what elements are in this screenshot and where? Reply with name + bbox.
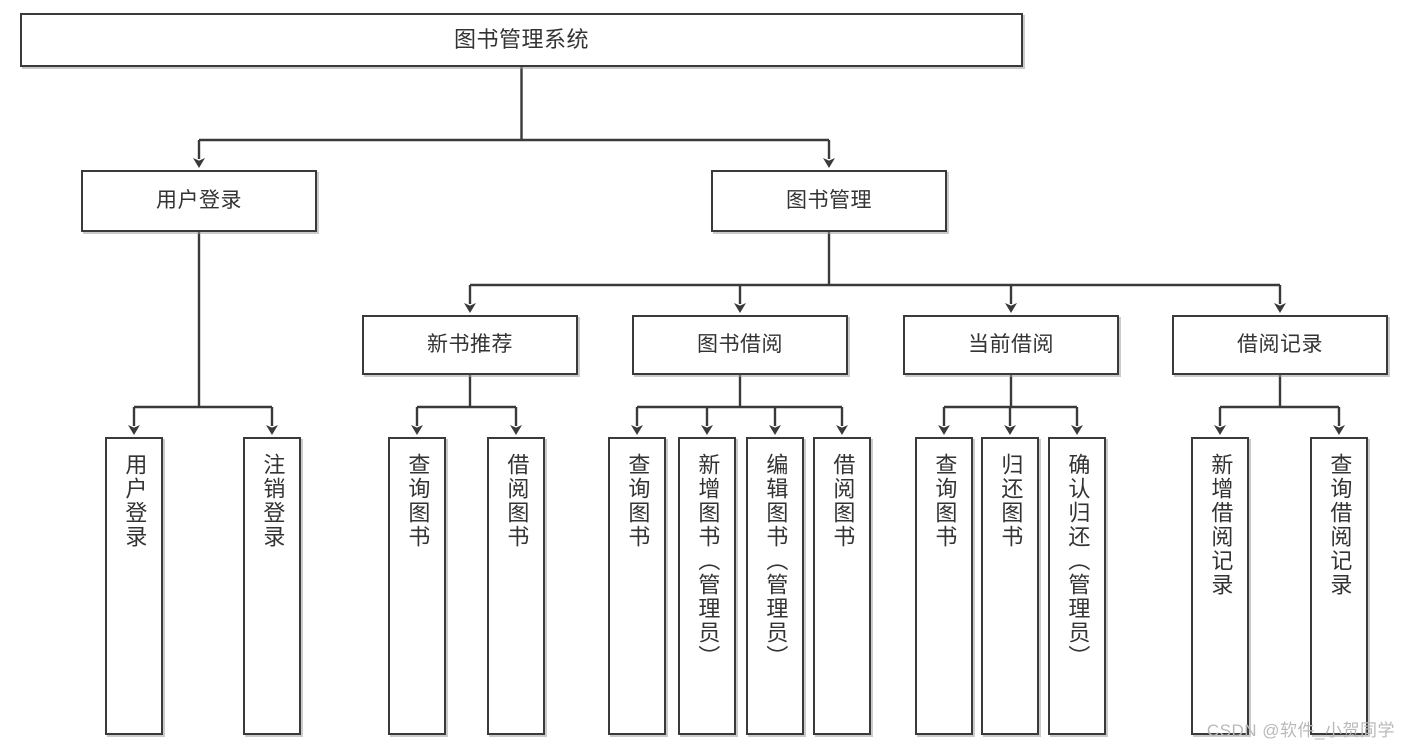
node-label: 注销登录 <box>260 453 286 549</box>
node-label: 借阅图书 <box>504 453 530 549</box>
node-label: 查询图书 <box>405 453 431 549</box>
node-box-borrow-record[interactable]: 借阅记录 <box>1172 315 1388 375</box>
node-label: 编辑图书（管理员） <box>763 453 789 669</box>
node-label: 新增图书（管理员） <box>695 453 721 669</box>
node-label: 图书管理系统 <box>453 26 589 52</box>
node-label: 图书借阅 <box>697 333 783 357</box>
node-box-book-management[interactable]: 图书管理 <box>711 170 947 232</box>
node-label: 查询借阅记录 <box>1327 453 1353 597</box>
node-box-leaf-user-login[interactable]: 用户登录 <box>105 437 163 735</box>
node-label: 查询图书 <box>625 453 651 549</box>
node-box-new-book-recommend[interactable]: 新书推荐 <box>362 315 578 375</box>
node-label: 图书管理 <box>786 189 872 213</box>
node-label: 确认归还（管理员） <box>1065 453 1091 669</box>
node-label: 新增借阅记录 <box>1208 453 1234 597</box>
node-box-leaf-query-book-2[interactable]: 查询图书 <box>608 437 666 735</box>
node-label: 当前借阅 <box>968 333 1054 357</box>
node-box-current-borrow[interactable]: 当前借阅 <box>903 315 1119 375</box>
node-label: 归还图书 <box>998 453 1024 549</box>
node-box-user-login[interactable]: 用户登录 <box>81 170 317 232</box>
node-label: 新书推荐 <box>427 333 513 357</box>
node-label: 用户登录 <box>156 189 242 213</box>
node-label: 用户登录 <box>122 453 148 549</box>
node-box-leaf-edit-book[interactable]: 编辑图书（管理员） <box>746 437 804 735</box>
node-box-book-borrow[interactable]: 图书借阅 <box>632 315 848 375</box>
node-box-leaf-borrow-book-1[interactable]: 借阅图书 <box>487 437 545 735</box>
node-box-leaf-logout[interactable]: 注销登录 <box>243 437 301 735</box>
node-label: 借阅记录 <box>1237 333 1323 357</box>
node-box-leaf-query-record[interactable]: 查询借阅记录 <box>1310 437 1368 735</box>
node-box-leaf-add-record[interactable]: 新增借阅记录 <box>1191 437 1249 735</box>
node-box-root[interactable]: 图书管理系统 <box>20 13 1023 67</box>
node-box-leaf-confirm-return[interactable]: 确认归还（管理员） <box>1048 437 1106 735</box>
node-label: 借阅图书 <box>830 453 856 549</box>
node-label: 查询图书 <box>932 453 958 549</box>
node-box-leaf-add-book[interactable]: 新增图书（管理员） <box>678 437 736 735</box>
node-box-leaf-return-book[interactable]: 归还图书 <box>981 437 1039 735</box>
node-box-leaf-query-book-1[interactable]: 查询图书 <box>388 437 446 735</box>
node-box-leaf-borrow-book-2[interactable]: 借阅图书 <box>813 437 871 735</box>
node-box-leaf-query-book-3[interactable]: 查询图书 <box>915 437 973 735</box>
